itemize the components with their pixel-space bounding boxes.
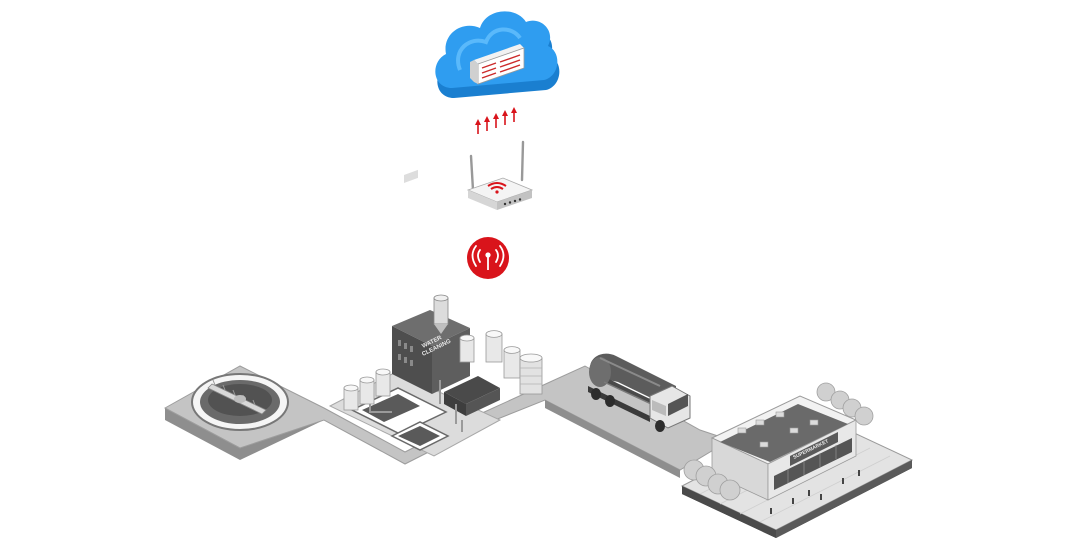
- water-cleaning-plant: WATER CLEANING: [328, 169, 543, 457]
- cloud-server-icon: [435, 11, 560, 98]
- server-icon: [470, 44, 525, 85]
- clarifier-tank: [191, 373, 289, 431]
- wifi-router-icon: [466, 140, 534, 210]
- upload-arrows-icon: [475, 107, 517, 134]
- storage-tanks: [343, 368, 391, 411]
- process-tanks: [459, 330, 543, 395]
- water-truck: [588, 353, 691, 432]
- trees: [683, 382, 874, 501]
- supermarket: SUPERMARKET: [680, 382, 914, 538]
- wireless-signal-icon: [467, 237, 509, 279]
